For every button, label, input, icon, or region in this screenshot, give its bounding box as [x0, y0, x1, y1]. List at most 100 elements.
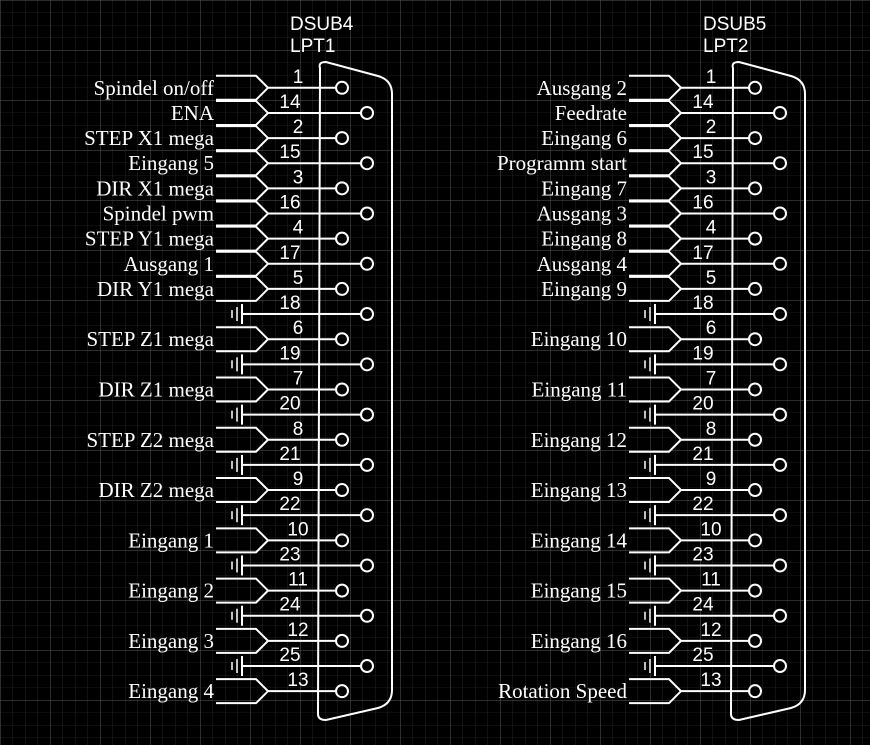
pin-number: 19	[279, 343, 300, 364]
pin-number: 10	[287, 519, 308, 540]
connector-port: LPT1	[290, 36, 335, 57]
signal-label: Rotation Speed	[498, 679, 627, 703]
pin-number: 12	[287, 620, 308, 641]
signal-label: Eingang 1	[128, 528, 214, 552]
signal-label: DIR Z1 mega	[99, 377, 215, 401]
pin-row-24: 24	[644, 595, 787, 626]
ground-icon	[231, 505, 243, 526]
pin-number: 25	[692, 645, 713, 666]
pin-number: 22	[279, 494, 300, 515]
ground-icon	[644, 605, 656, 626]
pin-row-23: 23	[644, 544, 787, 576]
pin-number: 20	[279, 394, 300, 415]
pin-number: 14	[279, 92, 301, 113]
signal-label: Eingang 6	[541, 126, 627, 150]
pin-number: 6	[706, 318, 717, 339]
signal-label: Spindel on/off	[94, 76, 214, 100]
dsub-shell-outline	[729, 60, 806, 722]
connector-port: LPT2	[703, 36, 748, 57]
pin-number: 18	[692, 293, 713, 314]
pin-number: 15	[692, 142, 713, 163]
signal-label: Spindel pwm	[103, 202, 214, 226]
pin-number: 14	[692, 92, 714, 113]
pin-number: 13	[700, 670, 721, 691]
pin-number: 16	[692, 193, 713, 214]
pin-row-5: 5 DIR Y1 mega	[97, 268, 349, 302]
pin-row-10: 10 Eingang 1	[128, 519, 349, 554]
ground-icon	[644, 404, 656, 425]
pin-number: 3	[293, 167, 304, 188]
pin-row-24: 24	[231, 595, 374, 626]
dsub-shell-outline	[316, 60, 393, 722]
ground-icon	[644, 505, 656, 526]
signal-label: Eingang 3	[128, 629, 214, 653]
pin-row-23: 23	[231, 544, 374, 576]
pin-row-12: 12 Eingang 3	[128, 620, 349, 654]
connector-name: DSUB5	[703, 14, 766, 35]
pin-number: 2	[706, 117, 717, 138]
signal-label: Eingang 12	[531, 428, 627, 452]
pin-number: 17	[692, 243, 713, 264]
signal-label: Eingang 10	[531, 327, 627, 351]
pin-number: 5	[293, 268, 304, 289]
pin-number: 7	[706, 368, 717, 389]
pin-row-19: 19	[644, 343, 787, 375]
pin-number: 23	[279, 544, 300, 565]
signal-label: Eingang 14	[531, 528, 628, 552]
pin-number: 4	[706, 218, 717, 239]
signal-label: Eingang 4	[128, 679, 214, 703]
pin-row-25: 25	[231, 645, 374, 677]
signal-label: DIR Y1 mega	[97, 277, 215, 301]
signal-label: Ausgang 2	[537, 76, 627, 100]
ground-icon	[231, 454, 243, 475]
pin-number: 24	[692, 595, 714, 616]
pin-number: 13	[287, 670, 308, 691]
pin-number: 7	[293, 368, 304, 389]
pin-row-13: 13 Eingang 4	[128, 670, 349, 705]
pin-row-19: 19	[231, 343, 374, 375]
signal-label: Ausgang 1	[124, 252, 214, 276]
signal-label: Eingang 9	[541, 277, 627, 301]
ground-icon	[231, 404, 243, 425]
pin-number: 12	[700, 620, 721, 641]
pin-row-18: 18	[231, 293, 374, 325]
ground-icon	[231, 354, 243, 375]
pin-row-14: 14 Feedrate	[555, 92, 787, 126]
pin-row-20: 20	[231, 394, 374, 425]
pin-number: 8	[293, 419, 304, 440]
pin-row-7: 7 DIR Z1 mega	[99, 368, 349, 403]
pin-row-25: 25	[644, 645, 787, 677]
signal-label: Eingang 13	[531, 478, 627, 502]
pin-row-6: 6 Eingang 10	[531, 318, 762, 353]
pin-number: 18	[279, 293, 300, 314]
ground-icon	[644, 304, 656, 325]
pin-row-18: 18	[644, 293, 787, 325]
signal-label: Ausgang 4	[537, 252, 628, 276]
pin-number: 1	[293, 67, 304, 88]
pin-number: 11	[701, 570, 721, 591]
ground-icon	[231, 605, 243, 626]
pin-number: 1	[706, 67, 717, 88]
signal-label: Eingang 16	[531, 629, 627, 653]
signal-label: DIR Z2 mega	[99, 478, 215, 502]
signal-label: Eingang 5	[128, 151, 214, 175]
signal-label: Feedrate	[555, 101, 627, 125]
signal-label: Eingang 2	[128, 579, 214, 603]
pin-number: 21	[692, 444, 713, 465]
pin-number: 23	[692, 544, 713, 565]
signal-label: Eingang 15	[531, 579, 627, 603]
pin-number: 19	[692, 343, 713, 364]
pin-number: 16	[279, 193, 300, 214]
pin-number: 24	[279, 595, 301, 616]
